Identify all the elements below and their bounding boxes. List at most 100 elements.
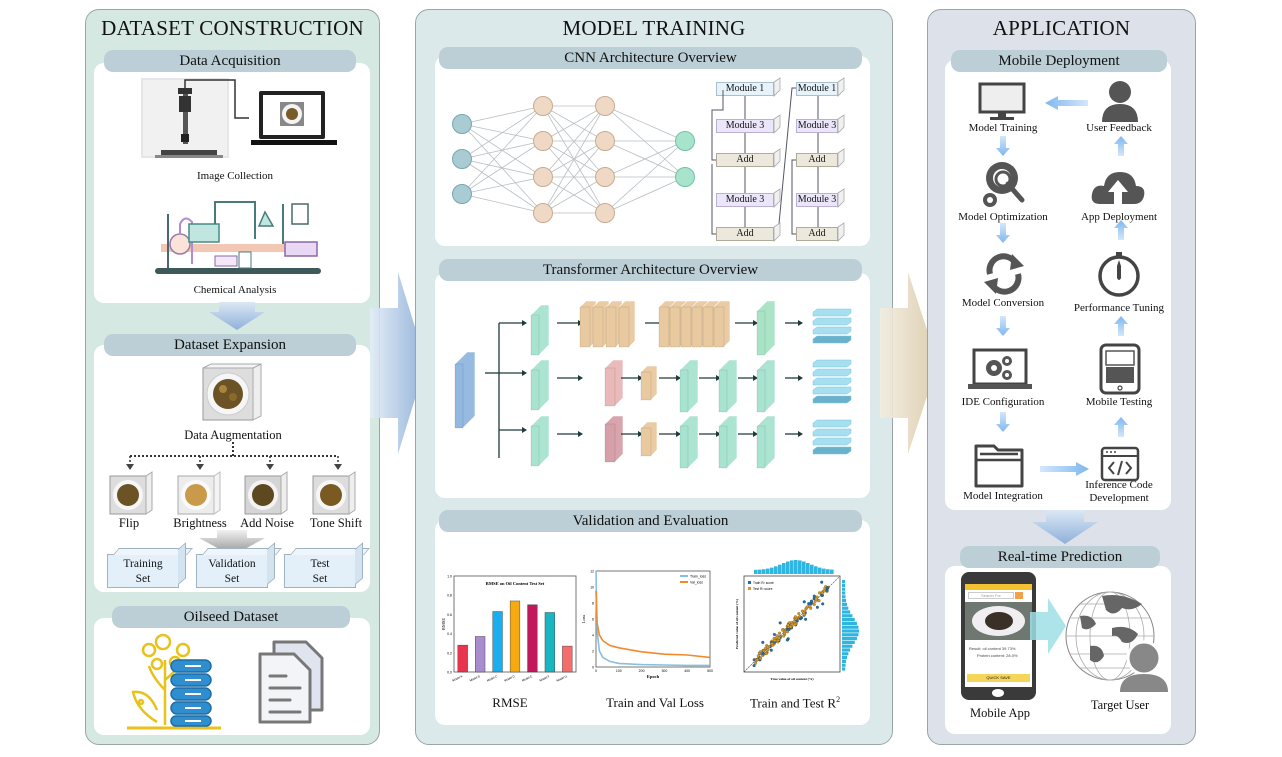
- output-slice: [812, 419, 852, 428]
- phone-search-input[interactable]: Search For: [968, 592, 1014, 599]
- x-tick-label: 100: [616, 669, 622, 673]
- scatter-point: [820, 593, 824, 597]
- nn-node-layer-2: [595, 167, 615, 187]
- loss-series-train_loss: [595, 570, 710, 667]
- chemistry-lab-icon: [155, 201, 321, 274]
- split-arrow-icon: [199, 530, 265, 556]
- phone-home-button: [992, 689, 1004, 697]
- r2-caption: Train and Test R2: [740, 695, 850, 711]
- rmse-bar: [527, 604, 538, 673]
- phone-save-button[interactable]: QUICK SAVE: [967, 674, 1030, 682]
- training-set-line1: Training: [123, 558, 163, 570]
- right-histogram-bar: [842, 595, 846, 599]
- scatter-point: [808, 604, 812, 608]
- output-slice: [812, 326, 852, 335]
- step-model-conversion: Model Conversion: [961, 297, 1045, 309]
- realtime-prediction-header: Real-time Prediction: [960, 546, 1160, 568]
- scatter-point: [762, 649, 766, 653]
- right-histogram-bar: [842, 667, 846, 671]
- validation-set-box: Validation Set: [196, 554, 268, 588]
- top-histogram-bar: [802, 561, 806, 574]
- output-slice: [812, 335, 852, 344]
- scatter-point: [766, 648, 770, 652]
- rmse-bar-chart: RMSE on Oil Content Test SetRMSE0.00.20.…: [441, 575, 577, 683]
- top-histogram-bar: [762, 569, 766, 574]
- right-histogram-bar: [842, 610, 851, 614]
- output-slice: [812, 308, 852, 317]
- step-app-deployment: App Deployment: [1080, 211, 1158, 223]
- stage-arrow-right-icon: [880, 272, 938, 454]
- nn-connection: [604, 105, 686, 178]
- nn-connection: [542, 140, 606, 214]
- input-block: [454, 351, 476, 429]
- validation-set-line1: Validation: [208, 558, 256, 570]
- nn-connection: [604, 176, 686, 214]
- rmse-bar: [457, 644, 468, 673]
- scatter-point: [822, 589, 826, 593]
- layer-block: [756, 415, 776, 469]
- add-block: Add: [716, 227, 774, 241]
- right-histogram-bar: [842, 618, 855, 622]
- scatter-point: [812, 602, 816, 606]
- rmse-bar: [475, 636, 486, 673]
- y-tick-label: 2: [592, 650, 594, 654]
- scatter-point: [809, 599, 813, 603]
- nn-connection: [461, 193, 544, 214]
- variant-tone-shift-label: Tone Shift: [309, 516, 363, 530]
- r2-caption-sup: 2: [836, 695, 841, 704]
- scatter-point: [761, 652, 765, 656]
- step-inference-code-line1: Inference Code: [1085, 479, 1153, 491]
- top-histogram-bar: [790, 560, 794, 574]
- cnn-header: CNN Architecture Overview: [439, 47, 862, 69]
- deployment-flow-arrows: [996, 96, 1128, 476]
- scatter-point: [756, 654, 760, 658]
- arrowhead: [578, 431, 583, 437]
- right-histogram-bar: [842, 633, 859, 637]
- seed-sample-image: [202, 363, 262, 421]
- phone-search-button[interactable]: [1015, 592, 1023, 599]
- module-connectors: [711, 77, 845, 242]
- module-3-block: Module 3: [716, 119, 774, 133]
- scatter-point: [820, 580, 824, 584]
- right-histogram-bar: [842, 656, 847, 660]
- tablet-icon: [1099, 343, 1141, 395]
- loss-series-val_loss: [595, 590, 711, 659]
- nn-connection: [542, 105, 606, 214]
- arrowhead: [638, 431, 643, 437]
- nn-node-layer-1: [533, 96, 553, 116]
- y-tick-label: 0.4: [447, 632, 452, 636]
- mobile-app-label: Mobile App: [969, 706, 1031, 720]
- arrowhead: [798, 320, 803, 326]
- legend-label: Val_loss: [690, 581, 703, 585]
- dataset-expansion-header: Dataset Expansion: [104, 334, 356, 356]
- training-set-line2: Set: [135, 573, 151, 585]
- nn-node-layer-0: [452, 184, 472, 204]
- x-tick-label: 200: [639, 669, 645, 673]
- scatter-point: [793, 622, 797, 626]
- right-histogram-bar: [842, 640, 855, 644]
- nn-connection: [461, 158, 544, 178]
- scatter-point: [815, 605, 819, 609]
- add-block: Add: [796, 153, 838, 167]
- x-tick-label: Model G: [556, 674, 569, 683]
- test-set-line1: Test: [310, 558, 330, 570]
- module-1-block: Module 1: [716, 82, 774, 96]
- x-tick-label: Model D: [504, 674, 517, 683]
- y-tick-label: 0: [592, 666, 594, 670]
- refresh-cycle-icon: [984, 253, 1024, 295]
- transformer-diagram: [454, 300, 852, 469]
- scatter-point: [814, 597, 818, 601]
- add-block: Add: [716, 153, 774, 167]
- rmse-bar: [509, 600, 521, 673]
- step-model-optimization: Model Optimization: [958, 211, 1048, 223]
- top-histogram-bar: [770, 567, 774, 574]
- y-tick-label: 0.8: [447, 594, 452, 598]
- y-tick-label: 8: [592, 602, 594, 606]
- tone-shift-image: [312, 471, 356, 515]
- scatter-point: [795, 619, 799, 623]
- image-collection-label: Image Collection: [196, 170, 274, 182]
- right-histogram-bar: [842, 599, 847, 603]
- scatter-point: [783, 631, 787, 635]
- rapeseed-plant-icon: [127, 633, 221, 730]
- right-histogram-bar: [842, 629, 859, 633]
